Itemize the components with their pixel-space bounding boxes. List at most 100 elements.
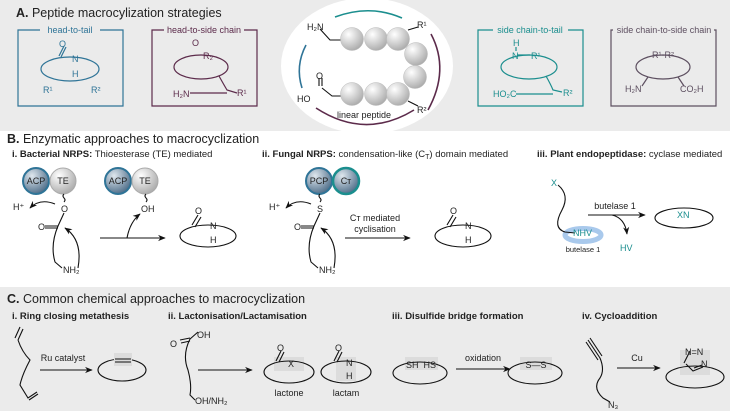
atom: CO₂H <box>680 84 704 94</box>
te-domain <box>49 167 77 195</box>
atom: O <box>335 343 342 353</box>
box-label-head-to-side-chain: head-to-side chain <box>167 25 241 35</box>
atom: N <box>346 358 353 368</box>
acp-label: ACP <box>27 176 46 186</box>
atom: R¹ <box>531 51 541 61</box>
atom: R¹ <box>417 20 427 30</box>
panel-c-title: C. Common chemical approaches to macrocy… <box>7 292 305 306</box>
atom: H <box>346 371 353 381</box>
atom: H <box>513 38 520 48</box>
ct-label: Cᴛ <box>341 176 352 186</box>
butelase-enzyme <box>562 226 604 244</box>
side-chain-to-tail-box <box>477 29 584 107</box>
atom: H₂N <box>625 84 642 94</box>
panel-a-title: A. Peptide macrocylization strategies <box>16 6 222 20</box>
panel-b: B. Enzymatic approaches to macrocyclizat… <box>7 132 722 275</box>
atom: H <box>210 235 217 245</box>
panel-b-i-heading: i. Bacterial NRPS: Thioesterase (TE) med… <box>12 149 212 160</box>
atom: O <box>170 339 177 349</box>
pcp-label: PCP <box>310 176 329 186</box>
panel-a: A. Peptide macrocylization strategies he… <box>0 0 730 134</box>
panel-b-ii-heading: ii. Fungal NRPS: condensation-like (CT) … <box>262 149 508 161</box>
te-domain <box>131 167 159 195</box>
atom: R¹ <box>237 88 247 98</box>
acp-label: ACP <box>109 176 128 186</box>
plant-endopeptidase-scheme <box>557 184 714 244</box>
box-label-side-chain-to-tail: side chain-to-tail <box>497 25 563 35</box>
atom: N <box>72 54 79 64</box>
ct-domain <box>331 166 361 196</box>
atom: HV <box>620 243 633 253</box>
atom: N <box>512 51 519 61</box>
atom: OH <box>141 204 155 214</box>
te-label: TE <box>57 176 69 186</box>
linear-peptide-label: linear peptide <box>337 110 391 120</box>
atom: H <box>72 69 79 79</box>
atom: NHV <box>573 228 592 238</box>
head-to-tail-atoms: O N H R¹ R² <box>43 39 101 95</box>
panel-c-background <box>0 287 730 411</box>
atom: H₂N <box>307 22 324 32</box>
panel-c-iii-heading: iii. Disulfide bridge formation <box>392 311 524 322</box>
atom: X <box>551 178 557 188</box>
atom: R₂ <box>203 51 213 61</box>
atom: HO₂C <box>493 89 517 99</box>
enzyme-label: butelase 1 <box>566 245 601 254</box>
arrow-label: cyclisation <box>354 224 396 234</box>
atom: XN <box>677 210 690 220</box>
arrow-label: Cu <box>631 353 643 363</box>
panel-c-iv-heading: iv. Cycloaddition <box>582 311 658 322</box>
atom: NH₂ <box>63 265 80 275</box>
atom: N <box>701 359 708 369</box>
te-label: TE <box>139 176 151 186</box>
atom: R¹ <box>43 85 53 95</box>
ring-gap <box>676 209 692 219</box>
acp-domain <box>104 167 132 195</box>
atom: SH HS <box>406 360 436 370</box>
fungal-nrps-scheme <box>285 166 492 269</box>
atom: H⁺ <box>13 202 24 212</box>
atom: OH <box>197 330 211 340</box>
atom: S <box>317 204 323 214</box>
arrow-label: Cᴛ mediated <box>350 213 400 223</box>
panel-c: C. Common chemical approaches to macrocy… <box>0 287 730 411</box>
atom: O <box>61 204 68 214</box>
chemical-schemes <box>14 326 725 403</box>
head-to-side-chain-box <box>151 29 258 107</box>
atom: O <box>316 71 323 81</box>
atom: N <box>210 221 217 231</box>
atom: O <box>450 206 457 216</box>
atom: N <box>465 221 472 231</box>
atom: H⁺ <box>269 202 280 212</box>
lactone-label: lactone <box>274 388 303 398</box>
atom: X <box>288 359 294 369</box>
panel-b-iii-heading: iii. Plant endopeptidase: cyclase mediat… <box>537 149 722 160</box>
atom: O <box>38 222 45 232</box>
linear-peptide-center <box>281 0 453 134</box>
atom: R² <box>417 105 427 115</box>
atom: O <box>294 222 301 232</box>
panel-b-title: B. Enzymatic approaches to macrocyclizat… <box>7 132 259 146</box>
atom: O <box>195 206 202 216</box>
arrow-label: oxidation <box>465 353 501 363</box>
bacterial-nrps-scheme <box>22 167 237 269</box>
atom: R² <box>563 88 573 98</box>
atom: NH₂ <box>319 265 336 275</box>
atom: N₃ <box>608 400 618 410</box>
atom: S—S <box>525 360 546 370</box>
atom: HO <box>297 94 311 104</box>
atom: H₂N <box>173 89 190 99</box>
atom: OH/NH₂ <box>195 396 228 406</box>
acp-domain <box>22 167 50 195</box>
head-to-tail-box <box>17 29 124 107</box>
box-label-head-to-tail: head-to-tail <box>47 25 92 35</box>
side-chain-to-side-chain-box <box>610 29 717 107</box>
arrow-label: Ru catalyst <box>41 353 86 363</box>
panel-c-i-heading: i. Ring closing metathesis <box>12 311 129 322</box>
atom: H <box>465 235 472 245</box>
atom: R¹-R² <box>652 50 674 60</box>
box-label-side-chain-to-side-chain: side chain-to-side chain <box>617 25 712 35</box>
panel-c-ii-heading: ii. Lactonisation/Lactamisation <box>168 311 307 322</box>
atom: O <box>59 39 66 49</box>
